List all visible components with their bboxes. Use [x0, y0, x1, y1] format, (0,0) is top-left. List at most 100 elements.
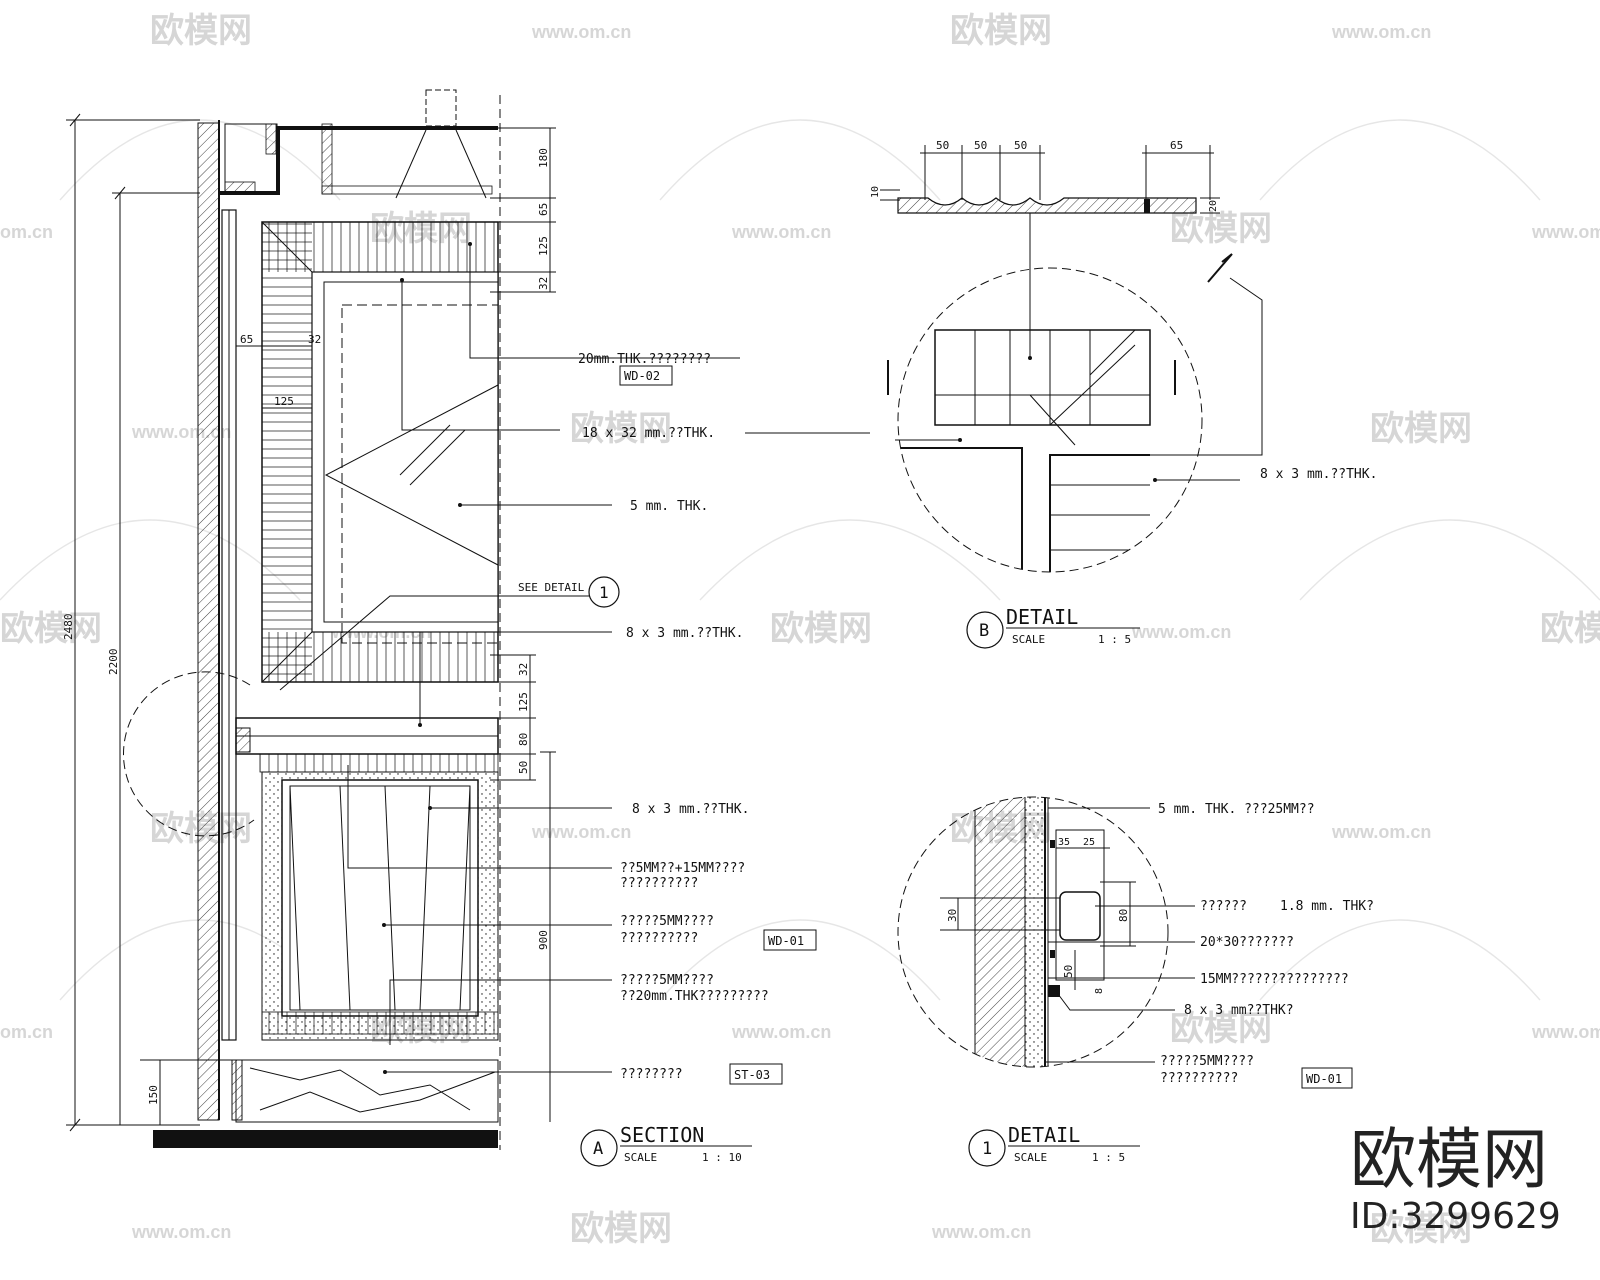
dim-80-1: 80: [1117, 909, 1130, 922]
upper-frame: [235, 221, 499, 773]
watermark-logo: 欧模网: [570, 1210, 672, 1248]
dim-32: 32: [537, 277, 550, 290]
dim-125-lower: 125: [517, 692, 530, 712]
dim-8: 8: [1094, 988, 1105, 994]
dim-2200: 2200: [107, 649, 120, 676]
watermark-logo: 欧模网: [950, 12, 1052, 50]
dim-900: 900: [537, 930, 550, 950]
title-text: SECTION: [620, 1123, 704, 1147]
label-panel-a1: ??5MM??+15MM????: [620, 861, 745, 876]
scale-label-b: SCALE: [1012, 633, 1045, 646]
label-panel-1a: ?????5MM????: [1160, 1054, 1254, 1069]
scale-value-1: 1 : 5: [1092, 1151, 1125, 1164]
label-panel-b2: ??????????: [620, 931, 698, 946]
watermark-logo: 欧模网: [150, 12, 252, 50]
watermark-url: www.om.cn: [731, 222, 831, 242]
inner-dimensions: 65 32 125: [236, 333, 321, 409]
detail-1-content: [940, 797, 1105, 1067]
section-a-title: A SECTION SCALE 1 : 10: [580, 1123, 752, 1167]
tag-wd-01-detail-text: WD-01: [1306, 1072, 1342, 1086]
ceiling-detail: [219, 89, 501, 1150]
watermark-logo: 欧模网: [1170, 1010, 1272, 1048]
watermark-logo: 欧模网: [1540, 610, 1600, 648]
tag-wd-01-text: WD-01: [768, 934, 804, 948]
dim-30: 30: [946, 909, 959, 922]
dim-65-inner: 65: [240, 333, 253, 346]
section-a-leaders: [279, 242, 870, 1074]
tag-st-03: [729, 1063, 783, 1085]
watermark-url: om.cn: [0, 1022, 53, 1042]
scale-value: 1 : 10: [702, 1151, 742, 1164]
label-5mm-25mm: 5 mm. THK. ???25MM??: [1158, 802, 1315, 817]
watermark-url: om.cn: [0, 222, 53, 242]
title-marker-1: 1: [982, 1139, 992, 1159]
label-profile: ??????: [1200, 899, 1247, 914]
watermark-logo: 欧模网: [1370, 1210, 1472, 1248]
label-1-8mm: 1.8 mm. THK?: [1280, 899, 1374, 914]
watermark-url: www.om.cn: [131, 1222, 231, 1242]
detail-b-title: B DETAIL SCALE 1 : 5: [966, 605, 1140, 649]
watermark-url: www.om.cn: [531, 22, 631, 42]
title-text-b: DETAIL: [1006, 605, 1078, 629]
detail-ref-number: 1: [599, 583, 609, 602]
label-20x30: 20*30???????: [1200, 935, 1294, 950]
watermark-arcs: [0, 119, 1600, 1001]
label-8x3-upper: 8 x 3 mm.??THK.: [626, 626, 743, 641]
dim-150: 150: [147, 1085, 160, 1105]
tag-wd-01: [763, 929, 817, 951]
dim-25: 25: [1083, 837, 1095, 848]
title-marker: A: [593, 1139, 603, 1159]
dim-50-b: 50: [974, 139, 987, 152]
watermark-url: www.om.cn: [1531, 222, 1600, 242]
watermark-url: www.om.cn: [731, 1022, 831, 1042]
dim-32-lower: 32: [517, 663, 530, 676]
watermark-url: www.om.cn: [1331, 822, 1431, 842]
dim-80: 80: [517, 733, 530, 746]
tag-st-03-text: ST-03: [734, 1068, 770, 1082]
watermark-url: www.om.cn: [531, 822, 631, 842]
label-see-detail: SEE DETAIL: [518, 581, 585, 594]
tag-wd-02: [619, 365, 673, 386]
watermark-url: www.om.cn: [1331, 22, 1431, 42]
label-8x3-lower: 8 x 3 mm.??THK.: [632, 802, 749, 817]
scale-label: SCALE: [624, 1151, 657, 1164]
dim-180: 180: [537, 148, 550, 168]
watermark-url: www.om.cn: [1131, 622, 1231, 642]
watermark-logo: 欧模网: [570, 410, 672, 448]
dim-50-c: 50: [1014, 139, 1027, 152]
label-18x32: 18 x 32 mm.??THK.: [582, 426, 715, 441]
label-8x3-b: 8 x 3 mm.??THK.: [1260, 467, 1377, 482]
detail-b-content: [898, 329, 1151, 572]
dim-65: 65: [537, 203, 550, 216]
dim-10: 10: [870, 186, 881, 198]
brand-block: 欧模网 ID:3299629: [1350, 1121, 1561, 1237]
scale-value-b: 1 : 5: [1098, 633, 1131, 646]
label-panel-b1: ?????5MM????: [620, 914, 714, 929]
label-stone: ????????: [620, 1067, 683, 1082]
dim-50: 50: [517, 761, 530, 774]
tag-wd-02-text: WD-02: [624, 369, 660, 383]
detail-ref-marker: [588, 576, 620, 608]
detail-b: 50 50 50 65 10 20: [870, 139, 1377, 649]
dim-50-a: 50: [936, 139, 949, 152]
detail-1: 35 25 30 80 50 8 5 mm. THK. ???25MM?? ??…: [897, 796, 1374, 1167]
dim-125-inner: 125: [274, 395, 294, 408]
lower-cabinet: [140, 771, 499, 1123]
watermark-logo: 欧模网: [1370, 410, 1472, 448]
detail-1-title: 1 DETAIL SCALE 1 : 5: [968, 1123, 1140, 1167]
right-dimensions: 180 65 125 32 32 125 80 50 900: [490, 127, 556, 1122]
profile-strip: 50 50 50 65 10 20: [870, 139, 1220, 360]
watermark-logo: 欧模网: [1170, 210, 1272, 248]
floor-slab: [153, 1130, 498, 1148]
dim-32-inner: 32: [308, 333, 321, 346]
dim-2480: 2480: [62, 614, 75, 641]
watermark-logo: 欧模网: [0, 610, 102, 648]
label-8x3-1: 8 x 3 mm??THK?: [1184, 1003, 1294, 1018]
dim-50-1: 50: [1062, 965, 1075, 978]
wall-hatch: [197, 122, 220, 1121]
dim-20: 20: [1208, 200, 1219, 212]
scale-label-1: SCALE: [1014, 1151, 1047, 1164]
dim-125: 125: [537, 236, 550, 256]
